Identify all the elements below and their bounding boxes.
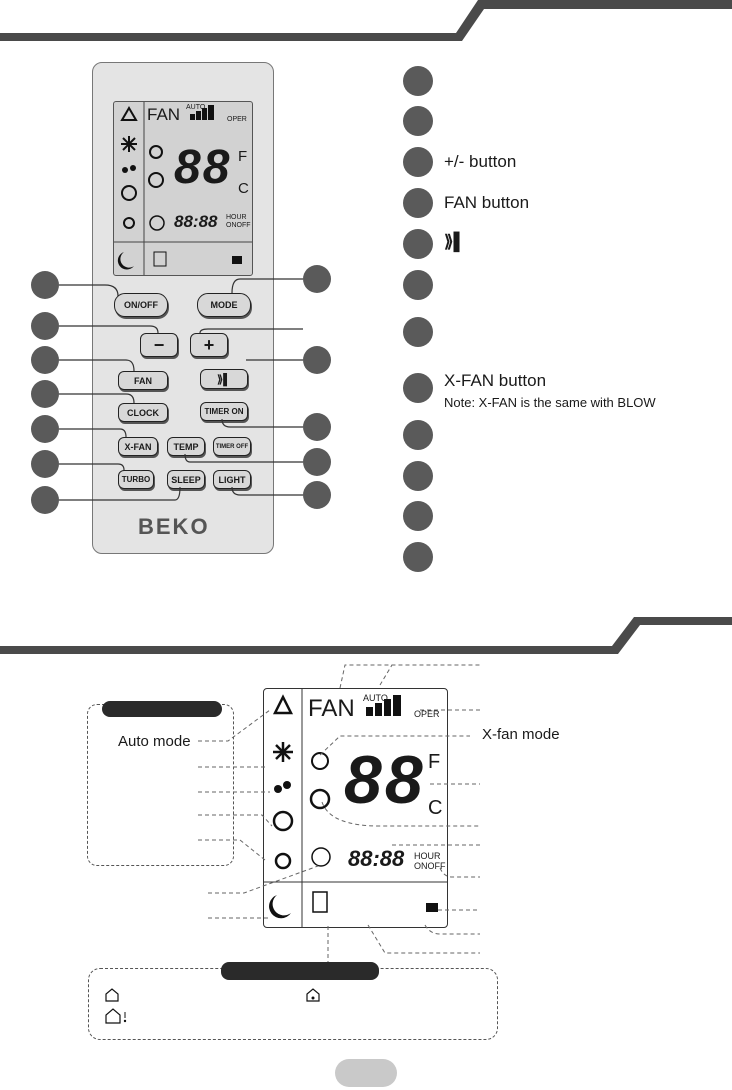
home-sensor-icon <box>306 988 320 1002</box>
callout-dot <box>31 450 59 478</box>
swing-icon: ⟫▌ <box>444 232 466 251</box>
home-temp-icon <box>105 1008 127 1024</box>
display-oper: OPER <box>414 709 440 719</box>
mode-button[interactable]: MODE <box>197 293 251 317</box>
display-f: F <box>428 751 441 773</box>
display-c: C <box>428 797 443 819</box>
header-bar-middle <box>0 617 732 654</box>
remote-lcd-f: F <box>238 148 248 165</box>
minus-button[interactable]: − <box>140 333 178 357</box>
xfan-button[interactable]: X-FAN <box>118 437 158 456</box>
callout-dot <box>303 413 331 441</box>
swing-button[interactable]: ⟫▌ <box>200 369 248 389</box>
legend-dot <box>403 461 433 491</box>
remote-leader-lines <box>59 278 303 501</box>
timer-on-button[interactable]: TIMER ON <box>200 402 248 421</box>
remote-lcd-digits: 88 <box>174 141 232 194</box>
display-panel: FAN AUTO OPER 88 F C 88:88 HOUR ONOFF <box>263 688 448 928</box>
display-fan: FAN <box>308 695 355 722</box>
sleep-button[interactable]: SLEEP <box>167 470 205 489</box>
legend-dot <box>403 420 433 450</box>
callout-dot <box>31 486 59 514</box>
turbo-button[interactable]: TURBO <box>118 470 154 489</box>
display-onoff: ONOFF <box>414 861 446 871</box>
plus-button[interactable]: + <box>190 333 228 357</box>
callout-dot <box>31 271 59 299</box>
legend-dot <box>403 317 433 347</box>
legend-xfan-note: Note: X-FAN is the same with BLOW <box>444 395 656 410</box>
legend-dot <box>403 229 433 259</box>
brand-logo: BEKO <box>138 514 210 539</box>
callout-dot <box>303 481 331 509</box>
indicator-header <box>221 962 379 980</box>
callout-dot <box>303 448 331 476</box>
legend-dot <box>403 373 433 403</box>
remote-lcd-fan: FAN <box>147 105 181 124</box>
clock-button[interactable]: CLOCK <box>118 403 168 422</box>
legend-dot <box>403 270 433 300</box>
home-icon <box>105 988 119 1002</box>
header-bar-top <box>0 0 732 41</box>
callout-dot <box>31 312 59 340</box>
callout-dot <box>303 346 331 374</box>
remote-lcd-oper: OPER <box>227 116 247 123</box>
callout-dot <box>31 415 59 443</box>
display-hour: HOUR <box>414 851 441 861</box>
legend-fan: FAN button <box>444 193 530 212</box>
callout-dot <box>31 346 59 374</box>
timer-off-button[interactable]: TIMER OFF <box>213 437 251 456</box>
display-time: 88:88 <box>348 846 405 871</box>
onoff-button[interactable]: ON/OFF <box>114 293 168 317</box>
legend-dot <box>403 147 433 177</box>
remote-lcd-hour: HOUR <box>226 214 247 221</box>
legend-dot <box>403 542 433 572</box>
remote-lcd-auto: AUTO <box>186 104 206 111</box>
legend-dot <box>403 106 433 136</box>
callout-dot <box>31 380 59 408</box>
page-number-pill <box>335 1059 397 1087</box>
mode-group-header <box>102 701 222 717</box>
auto-mode-label: Auto mode <box>118 733 191 750</box>
remote-lcd: FAN AUTO OPER 88 F C 88:88 HOUR ONOFF <box>113 101 253 276</box>
legend-plus-minus: +/- button <box>444 152 517 171</box>
fan-button[interactable]: FAN <box>118 371 168 390</box>
swing-icon: ⟫▌ <box>217 373 231 386</box>
xfan-mode-label: X-fan mode <box>482 726 560 743</box>
remote-lcd-c: C <box>238 180 249 197</box>
remote-lcd-onoff: ONOFF <box>226 222 251 229</box>
display-auto: AUTO <box>363 693 388 703</box>
legend-xfan: X-FAN button <box>444 371 547 390</box>
temp-button[interactable]: TEMP <box>167 437 205 456</box>
legend-dot <box>403 501 433 531</box>
legend-dot <box>403 66 433 96</box>
remote-lcd-time: 88:88 <box>174 212 218 231</box>
legend-dot <box>403 188 433 218</box>
callout-dot <box>303 265 331 293</box>
display-digits: 88 <box>344 742 426 818</box>
